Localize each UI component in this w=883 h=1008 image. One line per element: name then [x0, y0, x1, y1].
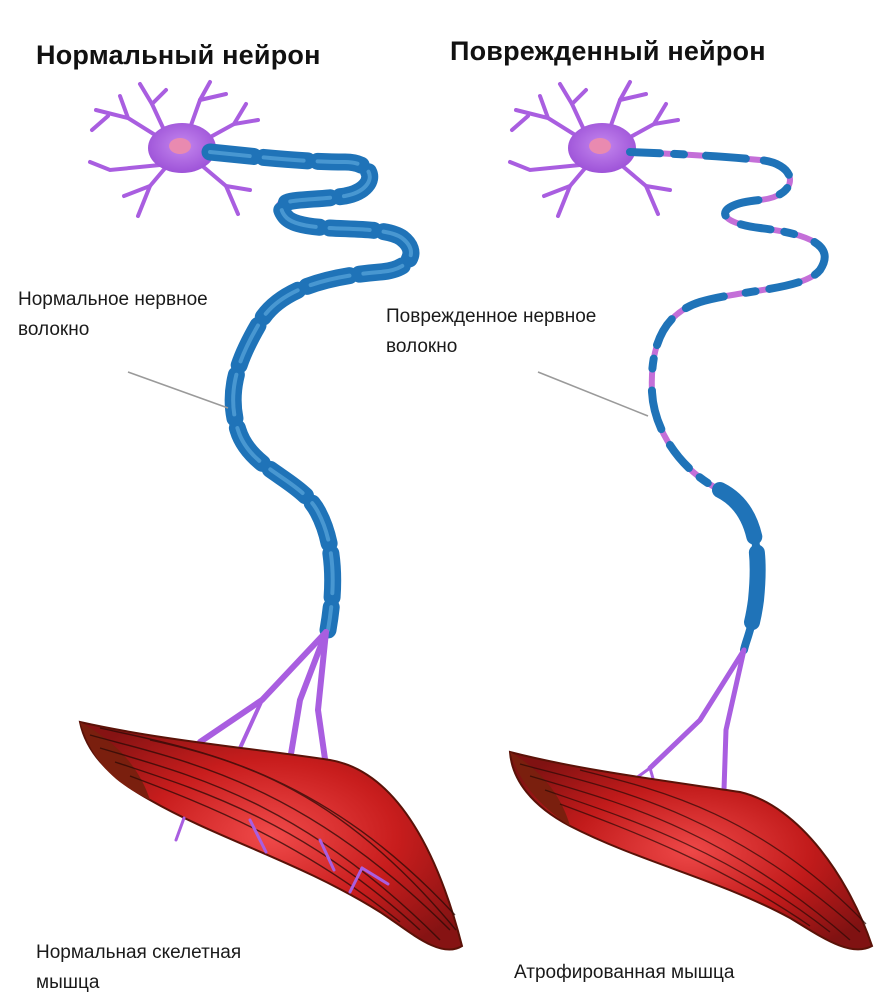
damaged-fiber-label-line-1: Поврежденное нервное [386, 302, 596, 332]
damaged-fiber-label: Поврежденное нервное волокно [386, 302, 596, 362]
normal-muscle-label: Нормальная скелетная мышца [36, 938, 241, 998]
normal-muscle-label-line-2: мышца [36, 968, 241, 998]
normal-muscle-label-line-1: Нормальная скелетная [36, 938, 241, 968]
damaged-neuron-title: Поврежденный нейрон [450, 36, 766, 67]
damaged-neuron [510, 82, 872, 949]
normal-fiber-label-line-1: Нормальное нервное [18, 285, 208, 315]
damaged-myelin-sheath [630, 152, 825, 650]
normal-neuron-title: Нормальный нейрон [36, 40, 321, 71]
damaged-fiber-label-line-2: волокно [386, 332, 596, 362]
normal-fiber-label: Нормальное нервное волокно [18, 285, 208, 345]
damaged-nucleus [589, 138, 611, 154]
normal-skeletal-muscle [80, 722, 462, 950]
normal-fiber-label-line-2: волокно [18, 315, 208, 345]
atrophied-muscle-label: Атрофированная мышца [514, 958, 734, 988]
normal-neuron [80, 82, 462, 950]
damaged-fiber-leader-line [538, 372, 648, 416]
normal-myelin-sheath [210, 152, 411, 630]
normal-nucleus [169, 138, 191, 154]
damaged-axon [630, 152, 825, 650]
atrophied-muscle [510, 752, 872, 949]
normal-fiber-leader-line [128, 372, 228, 408]
